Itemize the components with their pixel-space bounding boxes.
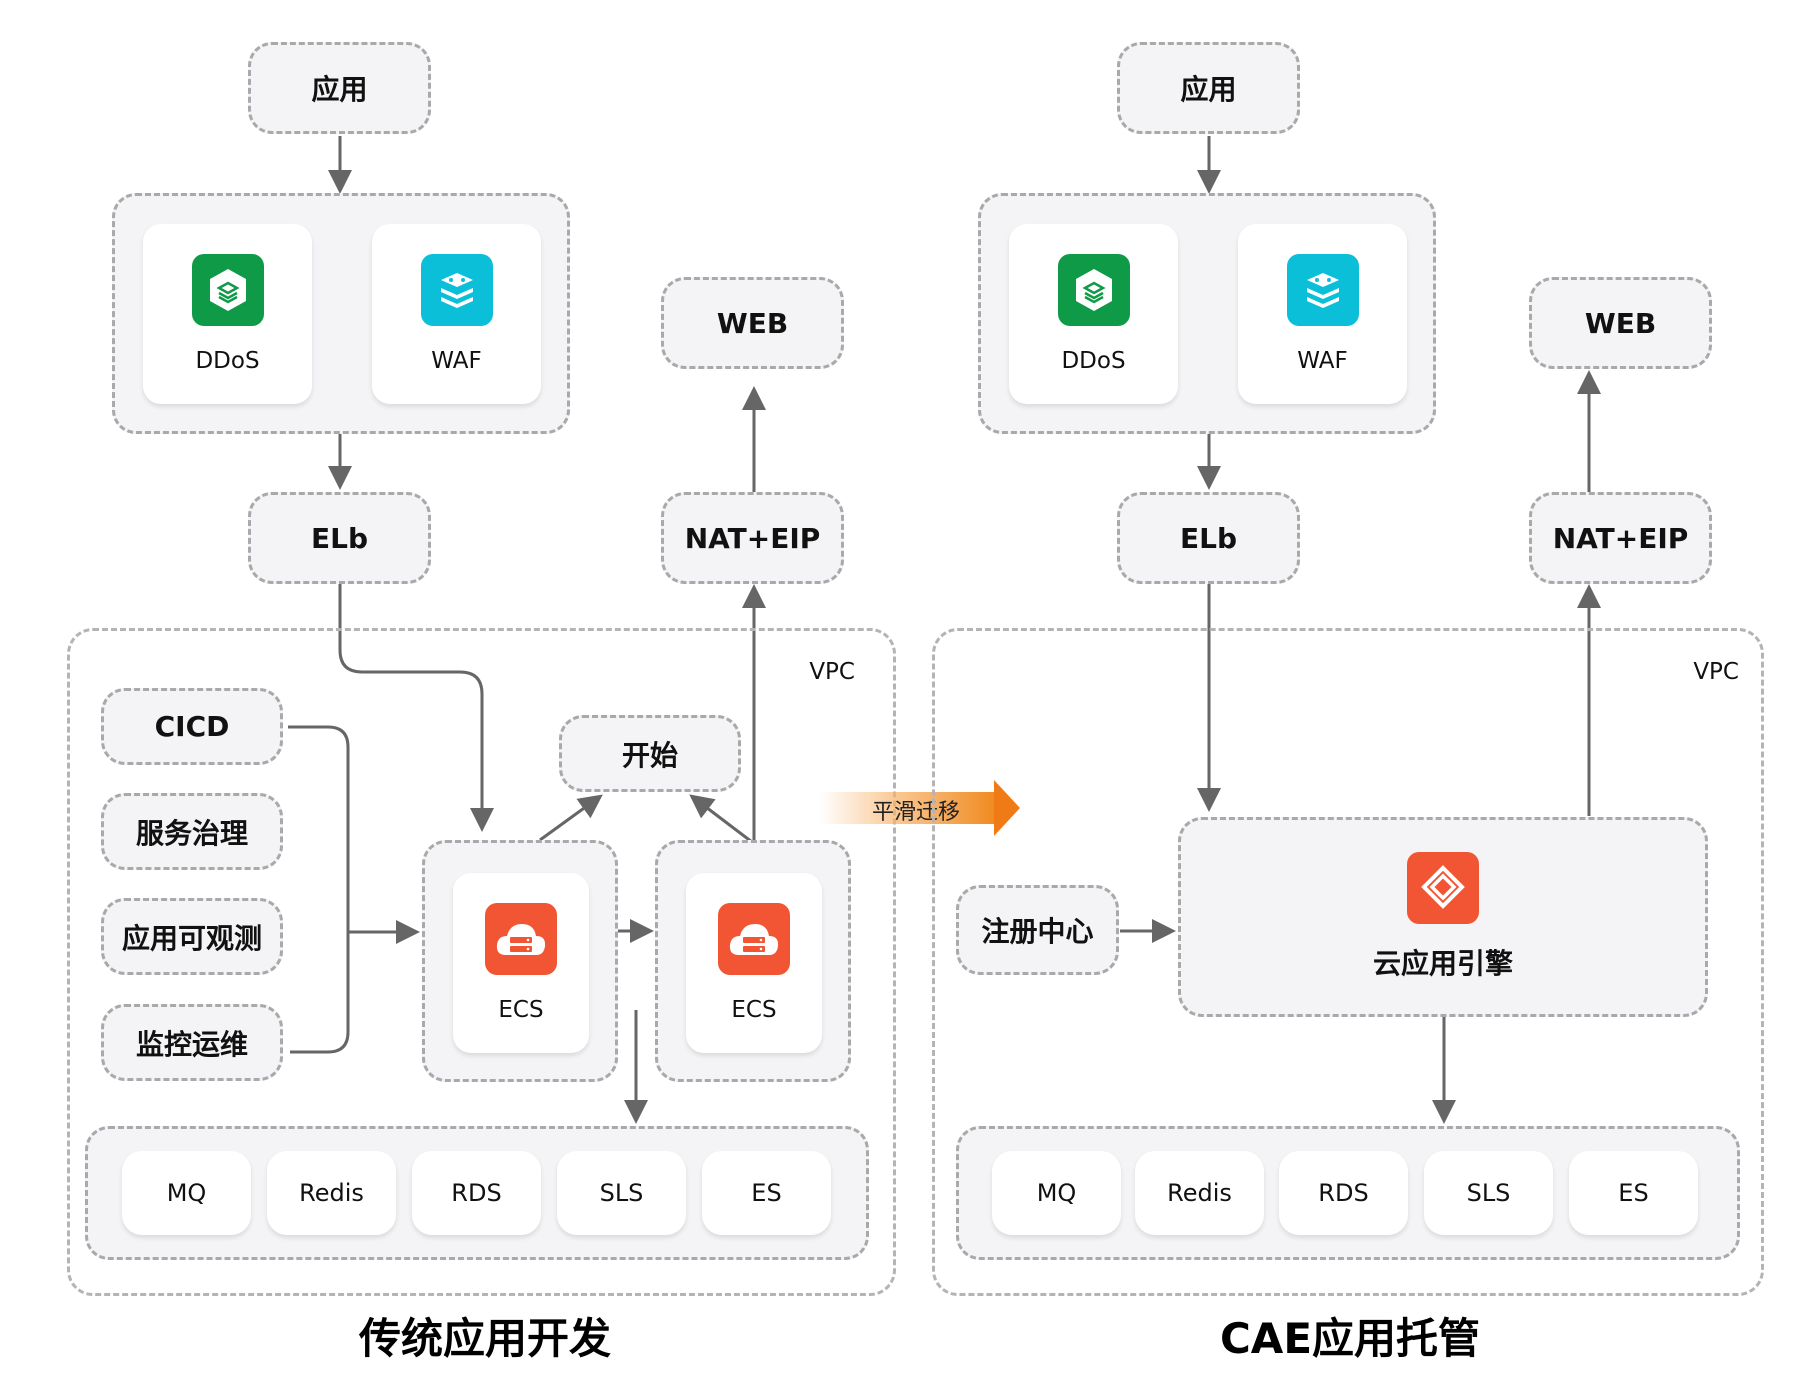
service-label: 服务治理 [135,816,248,850]
storage-mq[interactable]: MQ [122,1151,251,1235]
cae-engine-icon [1407,852,1479,924]
ecs-card-1[interactable]: ECS [453,873,589,1053]
elb-label: ELb [310,521,368,555]
ecs-group-1: ECS [422,840,618,1082]
left-title: 传统应用开发 [358,1314,611,1363]
waf-label: WAF [1297,348,1348,374]
ddos-card[interactable]: DDoS [143,224,312,404]
service-label: 应用可观测 [121,921,262,955]
storage-redis[interactable]: Redis [267,1151,396,1235]
elb-node-right: ELb [1117,492,1300,584]
web-node: WEB [661,277,844,369]
vpc-right: VPC [932,628,1764,1296]
service-label: CICD [154,710,230,743]
app-label: 应用 [311,73,368,106]
storage-rds[interactable]: RDS [412,1151,541,1235]
vpc-label: VPC [1693,659,1739,685]
waf-stack-icon [420,254,493,326]
elb-node: ELb [248,492,431,584]
ecs-label: ECS [498,997,544,1023]
web-node-right: WEB [1529,277,1712,369]
app-label: 应用 [1180,73,1237,106]
elb-label: ELb [1179,521,1237,555]
arrow-elb-to-ecs [338,584,494,832]
nat-eip-label: NAT+EIP [684,521,821,555]
security-group-right: DDoS WAF [978,193,1436,434]
nat-eip-node-right: NAT+EIP [1529,492,1712,584]
registry-label: 注册中心 [981,915,1094,948]
storage-group-left: MQ Redis RDS SLS ES [85,1126,869,1260]
service-governance: 服务治理 [101,793,283,870]
cae-engine-label: 云应用引擎 [1372,947,1513,980]
storage-redis[interactable]: Redis [1135,1151,1264,1235]
nat-eip-node: NAT+EIP [661,492,844,584]
arrow-ecs1-to-start [539,794,603,842]
waf-stack-icon [1286,254,1359,326]
storage-group-right: MQ Redis RDS SLS ES [956,1126,1740,1260]
app-node: 应用 [248,42,431,134]
web-label: WEB [716,306,789,340]
migration-arrow: 平滑迁移 [820,780,1020,836]
app-node-right: 应用 [1117,42,1300,134]
ddos-label: DDoS [195,348,260,374]
storage-sls[interactable]: SLS [1424,1151,1553,1235]
arrow-ecs2-to-start [689,794,753,844]
storage-es[interactable]: ES [1569,1151,1698,1235]
web-label: WEB [1584,306,1657,340]
right-title: CAE应用托管 [1219,1314,1481,1363]
waf-card[interactable]: WAF [372,224,541,404]
security-group: DDoS WAF [112,193,570,434]
migration-arrow-shaft [820,792,996,824]
waf-card-right[interactable]: WAF [1238,224,1407,404]
migration-label: 平滑迁移 [872,800,961,825]
ecs-label: ECS [731,997,777,1023]
service-label: 监控运维 [135,1027,248,1061]
service-ops-monitoring: 监控运维 [101,1004,283,1081]
storage-rds[interactable]: RDS [1279,1151,1408,1235]
ecs-group-2: ECS [655,840,851,1082]
nat-eip-label: NAT+EIP [1552,521,1689,555]
services-bracket [288,725,350,1054]
storage-es[interactable]: ES [702,1151,831,1235]
ecs-cloud-server-icon [485,903,557,975]
cae-engine-node[interactable]: 云应用引擎 [1178,817,1708,1017]
registry-node: 注册中心 [956,885,1119,975]
ecs-cloud-server-icon [718,903,790,975]
ecs-card-2[interactable]: ECS [686,873,822,1053]
start-label: 开始 [621,738,678,772]
start-node: 开始 [559,715,741,792]
vpc-left: VPC [67,628,896,1296]
migration-arrow-head-icon [994,780,1020,836]
storage-mq[interactable]: MQ [992,1151,1121,1235]
waf-label: WAF [431,348,482,374]
vpc-label: VPC [809,659,855,685]
ddos-card-right[interactable]: DDoS [1009,224,1178,404]
service-observability: 应用可观测 [101,898,283,975]
service-cicd: CICD [101,688,283,765]
ddos-shield-icon [1057,254,1130,326]
storage-sls[interactable]: SLS [557,1151,686,1235]
ddos-shield-icon [191,254,264,326]
ddos-label: DDoS [1061,348,1126,374]
